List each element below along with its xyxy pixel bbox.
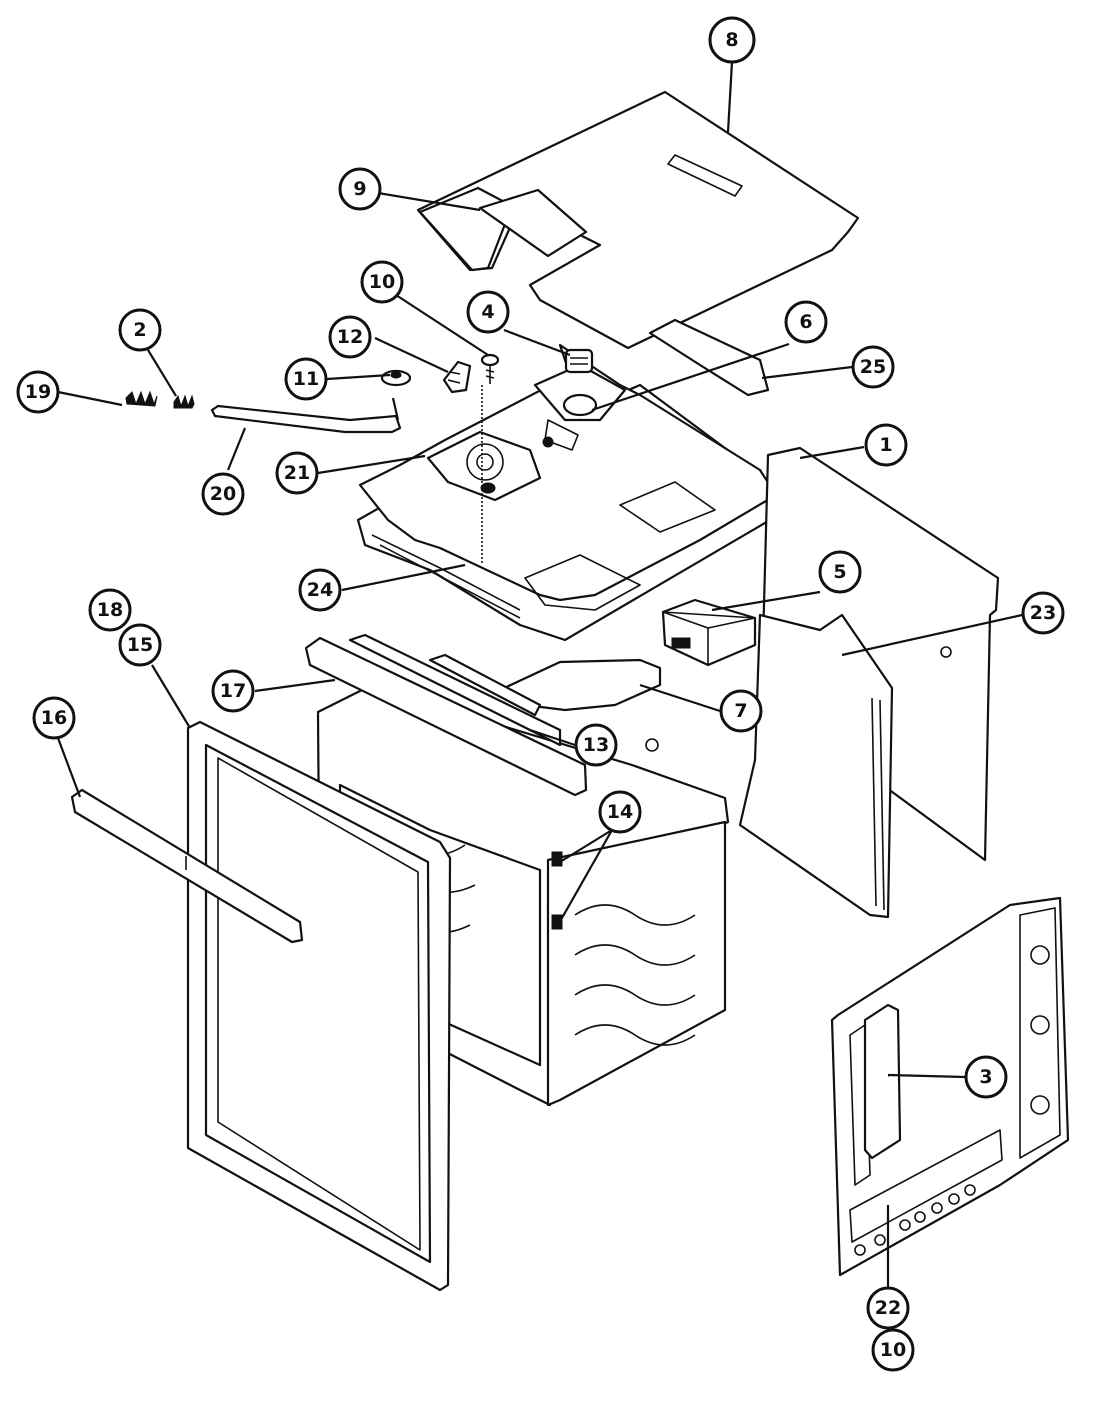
callout-11: 11 [284,357,328,401]
door-frame [186,720,452,1292]
rear-bracket [648,318,770,397]
callout-15-label: 15 [127,634,153,656]
callout-19: 19 [16,370,60,414]
screw-10 [480,353,500,565]
callout-24: 24 [298,568,342,612]
callout-23-label: 23 [1030,602,1056,624]
callout-14: 14 [598,790,642,834]
callout-5-label: 5 [833,561,846,583]
callout-18-label: 18 [97,599,123,621]
hinge-clip-upper [551,851,563,867]
spring-19 [125,390,158,407]
infinite-switch-plate [426,430,542,502]
callout-10-lower: 10 [871,1328,915,1372]
callout-20: 20 [201,472,245,516]
callout-11-label: 11 [293,368,319,390]
callout-2: 2 [118,308,162,352]
callout-23: 23 [1021,591,1065,635]
callout-13-label: 13 [583,734,609,756]
callout-6: 6 [784,300,828,344]
leader-lines [56,61,1023,1288]
callout-12-label: 12 [337,326,363,348]
lever-arm-20 [210,397,402,434]
switch-12 [442,360,472,394]
panel-bracket-3 [863,1003,902,1160]
spring-2 [173,394,195,409]
callout-24-label: 24 [307,579,333,601]
insulation-pad [738,613,894,919]
callout-9: 9 [338,167,382,211]
callout-3: 3 [964,1055,1008,1099]
control-base-plate [356,343,778,642]
callout-17-label: 17 [220,680,246,702]
callout-16: 16 [32,696,76,740]
knob-4 [564,348,594,374]
callout-4: 4 [466,290,510,334]
callout-22: 22 [866,1286,910,1330]
callout-5: 5 [818,550,862,594]
callout-10-lower-label: 10 [880,1339,906,1361]
callout-25-label: 25 [860,356,886,378]
callout-9-label: 9 [353,178,366,200]
hinge-clip-lower [551,914,563,930]
callout-19-label: 19 [25,381,51,403]
callout-15: 15 [118,623,162,667]
callout-8-label: 8 [725,29,738,51]
callout-10-label: 10 [369,271,395,293]
callout-14-label: 14 [607,801,633,823]
callout-8: 8 [708,16,756,64]
callout-4-label: 4 [481,301,494,323]
callout-2-label: 2 [133,319,146,341]
bearing-11 [380,369,412,387]
callout-7-label: 7 [734,700,747,722]
callout-16-label: 16 [41,707,67,729]
callout-13: 13 [574,723,618,767]
callout-1: 1 [864,423,908,467]
callout-6-label: 6 [799,311,812,333]
callout-25: 25 [851,345,895,389]
callout-12: 12 [328,315,372,359]
callout-21-label: 21 [284,462,310,484]
callout-21: 21 [275,451,319,495]
callout-1-label: 1 [879,434,892,456]
control-panel-22 [830,896,1070,1277]
callout-20-label: 20 [210,483,236,505]
top-cover-panel [416,90,860,350]
vent-trim-17 [304,633,588,797]
junction-box [661,598,757,667]
callout-7: 7 [719,689,763,733]
callout-17: 17 [211,669,255,713]
callout-22-label: 22 [875,1297,901,1319]
door-strip-16 [70,788,304,944]
callout-10: 10 [360,260,404,304]
callout-18: 18 [88,588,132,632]
callout-3-label: 3 [979,1066,992,1088]
